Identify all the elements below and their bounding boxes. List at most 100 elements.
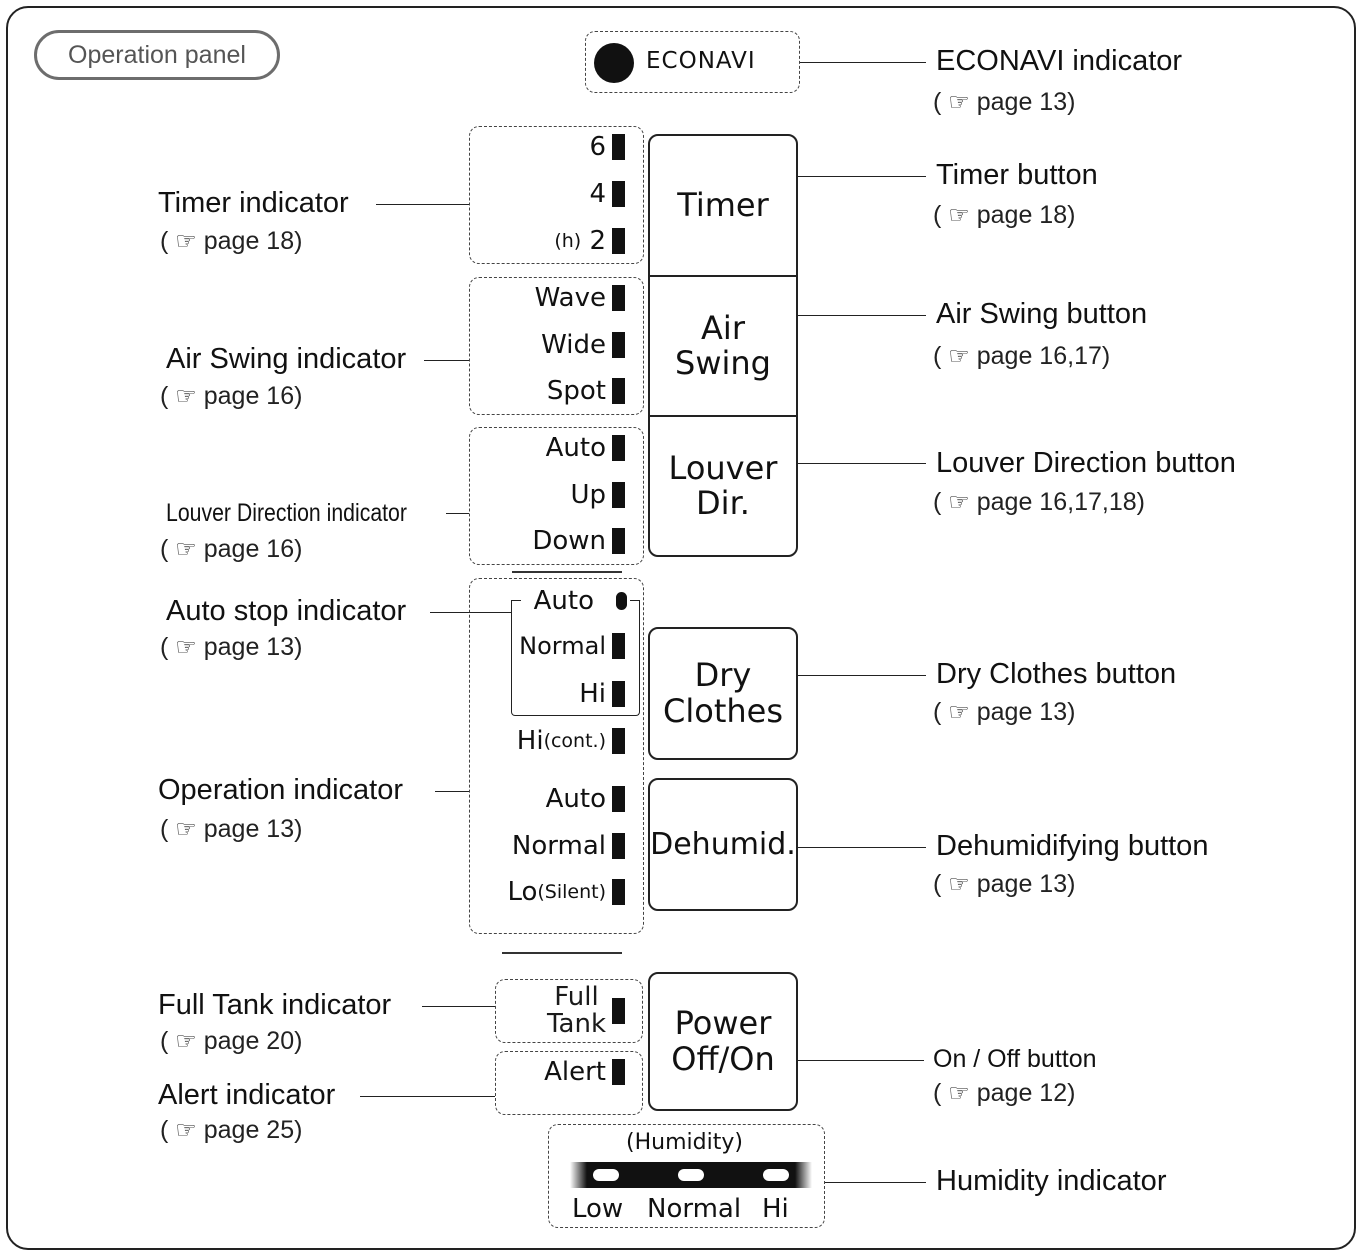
callout-humidity-indicator: Humidity indicator xyxy=(936,1165,1167,1197)
pointing-hand-icon: ☞ xyxy=(175,383,197,410)
leader-line xyxy=(360,1096,495,1097)
pointing-hand-icon: ☞ xyxy=(948,699,970,726)
louver-indicator-up: Up xyxy=(570,480,625,510)
leader-line xyxy=(798,315,926,316)
pointing-hand-icon: ☞ xyxy=(175,228,197,255)
ref-louver-direction-indicator: ( ☞ page 16) xyxy=(160,535,303,563)
operation-indicator-list: Auto Normal Hi Hi(cont.) Auto Normal Lo(… xyxy=(469,578,627,934)
econavi-lamp xyxy=(594,43,634,83)
leader-line xyxy=(798,675,926,676)
ref-air-swing-indicator: ( ☞ page 16) xyxy=(160,382,303,410)
ref-econavi-indicator: ( ☞ page 13) xyxy=(933,88,1076,116)
callout-air-swing-button: Air Swing button xyxy=(936,298,1148,330)
diagram-frame xyxy=(6,6,1356,1250)
callout-dehumidifying-button: Dehumidifying button xyxy=(936,830,1209,862)
callout-louver-direction-indicator: Louver Direction indicator xyxy=(166,499,407,527)
callout-timer-indicator: Timer indicator xyxy=(158,187,349,219)
air-swing-indicator-wave: Wave xyxy=(535,283,625,313)
leader-line xyxy=(376,204,469,205)
ref-dry-clothes-button: ( ☞ page 13) xyxy=(933,698,1076,726)
timer-indicator-box xyxy=(469,126,644,264)
louver-indicator-box xyxy=(469,427,644,565)
operation-indicator-lo-silent: Lo(Silent) xyxy=(507,877,625,907)
humidity-label-normal: Normal xyxy=(647,1194,742,1224)
operation-indicator-normal: Normal xyxy=(512,831,625,861)
leader-line xyxy=(430,612,511,613)
leader-line xyxy=(825,1182,926,1183)
timer-indicator-6: 6 xyxy=(589,132,625,162)
louver-indicator-list: Auto Up Down xyxy=(469,427,625,565)
leader-line xyxy=(798,1060,924,1061)
humidity-label-low: Low xyxy=(572,1194,624,1224)
callout-louver-direction-button: Louver Direction button xyxy=(936,447,1236,479)
leader-line xyxy=(446,513,469,514)
leader-line xyxy=(800,62,926,63)
pointing-hand-icon: ☞ xyxy=(175,816,197,843)
alert-indicator: Alert xyxy=(544,1057,625,1087)
ref-dehumidifying-button: ( ☞ page 13) xyxy=(933,870,1076,898)
ref-on-off-button: ( ☞ page 12) xyxy=(933,1079,1076,1107)
auto-stop-bracket-tick-right xyxy=(630,600,640,601)
callout-operation-indicator: Operation indicator xyxy=(158,774,404,806)
auto-stop-bracket-tick-left xyxy=(511,600,521,601)
humidity-led-normal xyxy=(678,1169,704,1181)
callout-econavi-indicator: ECONAVI indicator xyxy=(936,45,1183,77)
full-tank-indicator-box xyxy=(495,979,643,1043)
pointing-hand-icon: ☞ xyxy=(175,1028,197,1055)
timer-indicator-list: 6 4 (h) 2 xyxy=(469,126,625,264)
humidity-title: (Humidity) xyxy=(626,1130,743,1155)
timer-indicator-2: (h) 2 xyxy=(554,226,625,256)
callout-air-swing-indicator: Air Swing indicator xyxy=(166,343,407,375)
ref-air-swing-button: ( ☞ page 16,17) xyxy=(933,342,1111,370)
pointing-hand-icon: ☞ xyxy=(948,1080,970,1107)
auto-stop-indicator-normal: Normal xyxy=(519,632,625,660)
dehumidifying-button[interactable]: Dehumid. xyxy=(648,778,798,911)
air-swing-indicator-spot: Spot xyxy=(547,376,625,406)
ref-timer-button: ( ☞ page 18) xyxy=(933,201,1076,229)
air-swing-indicator-box xyxy=(469,277,644,415)
ref-auto-stop-indicator: ( ☞ page 13) xyxy=(160,633,303,661)
pointing-hand-icon: ☞ xyxy=(175,536,197,563)
callout-alert-indicator: Alert indicator xyxy=(158,1079,336,1111)
louver-indicator-down: Down xyxy=(532,526,625,556)
alert-indicator-box xyxy=(495,1051,643,1115)
callout-timer-button: Timer button xyxy=(936,159,1098,191)
econavi-logo: ECONAVI xyxy=(646,48,756,74)
leader-line xyxy=(435,791,469,792)
humidity-indicator-box xyxy=(548,1124,825,1228)
humidity-led-hi xyxy=(763,1169,789,1181)
pointing-hand-icon: ☞ xyxy=(948,489,970,516)
humidity-led-low xyxy=(593,1169,619,1181)
callout-on-off-button: On / Off button xyxy=(933,1045,1097,1073)
operation-indicator-box xyxy=(469,578,644,934)
auto-stop-bracket xyxy=(511,600,640,716)
ref-operation-indicator: ( ☞ page 13) xyxy=(160,815,303,843)
air-swing-indicator-wide: Wide xyxy=(541,330,625,360)
pointing-hand-icon: ☞ xyxy=(175,1117,197,1144)
pointing-hand-icon: ☞ xyxy=(948,202,970,229)
auto-stop-indicator-hi: Hi xyxy=(579,679,625,709)
ref-louver-direction-button: ( ☞ page 16,17,18) xyxy=(933,488,1145,516)
separator-line xyxy=(502,952,622,954)
ref-timer-indicator: ( ☞ page 18) xyxy=(160,227,303,255)
timer-button[interactable]: Timer xyxy=(648,134,798,277)
separator-line xyxy=(512,571,622,573)
ref-full-tank-indicator: ( ☞ page 20) xyxy=(160,1027,303,1055)
pointing-hand-icon: ☞ xyxy=(948,89,970,116)
air-swing-indicator-list: Wave Wide Spot xyxy=(469,277,625,415)
timer-indicator-4: 4 xyxy=(589,179,625,209)
humidity-label-hi: Hi xyxy=(762,1194,789,1224)
pointing-hand-icon: ☞ xyxy=(948,871,970,898)
operation-indicator-hi-cont: Hi(cont.) xyxy=(517,726,625,756)
operation-indicator-auto: Auto xyxy=(546,784,625,814)
leader-line xyxy=(422,1006,495,1007)
pointing-hand-icon: ☞ xyxy=(175,634,197,661)
callout-full-tank-indicator: Full Tank indicator xyxy=(158,989,392,1021)
pointing-hand-icon: ☞ xyxy=(948,343,970,370)
